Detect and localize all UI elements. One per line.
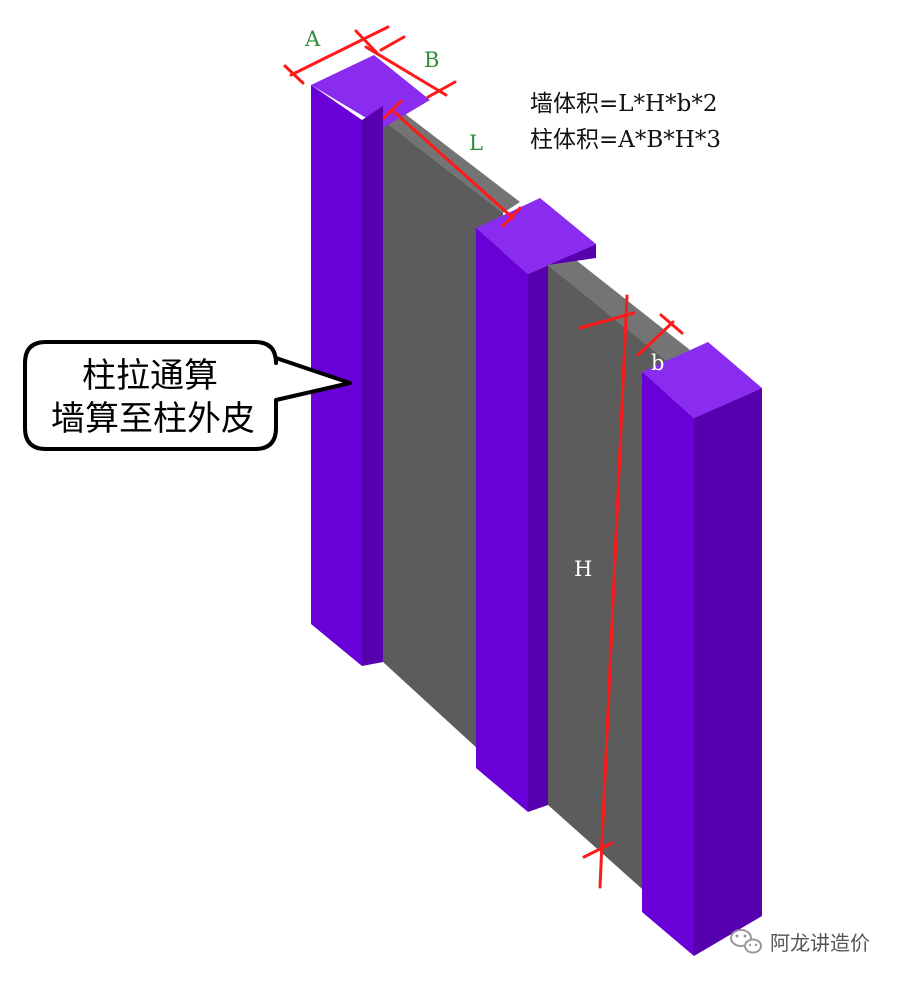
dimension-label-l: L xyxy=(469,131,483,155)
wall-right-top-face xyxy=(548,253,690,362)
dimension-tick-wall-b-top xyxy=(659,313,684,335)
watermark: 阿龙讲造价 xyxy=(730,929,870,955)
wall-volume-formula: 墙体积=L*H*b*2 xyxy=(530,91,717,117)
column-2-front-face xyxy=(476,228,528,812)
dimension-tick-l-bottom xyxy=(501,206,522,228)
wechat-icon xyxy=(730,929,762,954)
dimension-line-h xyxy=(598,294,629,889)
dimension-label-a: A xyxy=(304,27,321,51)
column-3-top-face xyxy=(642,342,762,418)
dimension-line-wall-b xyxy=(636,320,675,357)
column-3 xyxy=(642,342,762,956)
dimension-tick-h-bottom xyxy=(582,841,614,859)
wall-left-front-face xyxy=(383,120,503,772)
wall-segment-right xyxy=(548,253,690,912)
dimension-label-wall-b: b xyxy=(651,351,664,375)
column-3-front-face xyxy=(642,372,694,956)
dimension-line-a xyxy=(289,25,390,77)
dimension-line-b xyxy=(364,45,448,97)
dimension-tick-a-right xyxy=(354,29,379,55)
callout-bubble: 柱拉通算 墙算至柱外皮 xyxy=(23,340,352,451)
dimension-tick-l-top xyxy=(382,99,403,120)
dimension-lines xyxy=(283,25,684,889)
callout-line-1: 柱拉通算 xyxy=(82,356,218,396)
column-1-top-face xyxy=(311,55,430,128)
column-2-side-face xyxy=(528,244,596,812)
callout-line-2: 墙算至柱外皮 xyxy=(51,399,255,439)
dimension-tick-a-left xyxy=(283,64,305,85)
column-1-side-face xyxy=(362,106,383,666)
column-volume-formula: 柱体积=A*B*H*3 xyxy=(530,127,721,153)
wall-right-front-face xyxy=(548,265,668,912)
dimension-label-h: H xyxy=(574,557,592,581)
dimension-tick-h-top xyxy=(578,311,636,330)
dimension-tick-b-bottom xyxy=(426,80,457,99)
dimension-tick-b-top xyxy=(379,35,406,52)
column-1-front-face xyxy=(311,85,362,666)
column-2 xyxy=(476,198,596,812)
watermark-text: 阿龙讲造价 xyxy=(770,931,870,955)
callout-shape xyxy=(23,340,352,451)
dimension-line-l xyxy=(390,108,515,220)
column-1 xyxy=(311,55,430,666)
column-3-side-face xyxy=(694,388,762,956)
dimension-label-b: B xyxy=(424,48,439,72)
column-2-top-face xyxy=(476,198,596,274)
